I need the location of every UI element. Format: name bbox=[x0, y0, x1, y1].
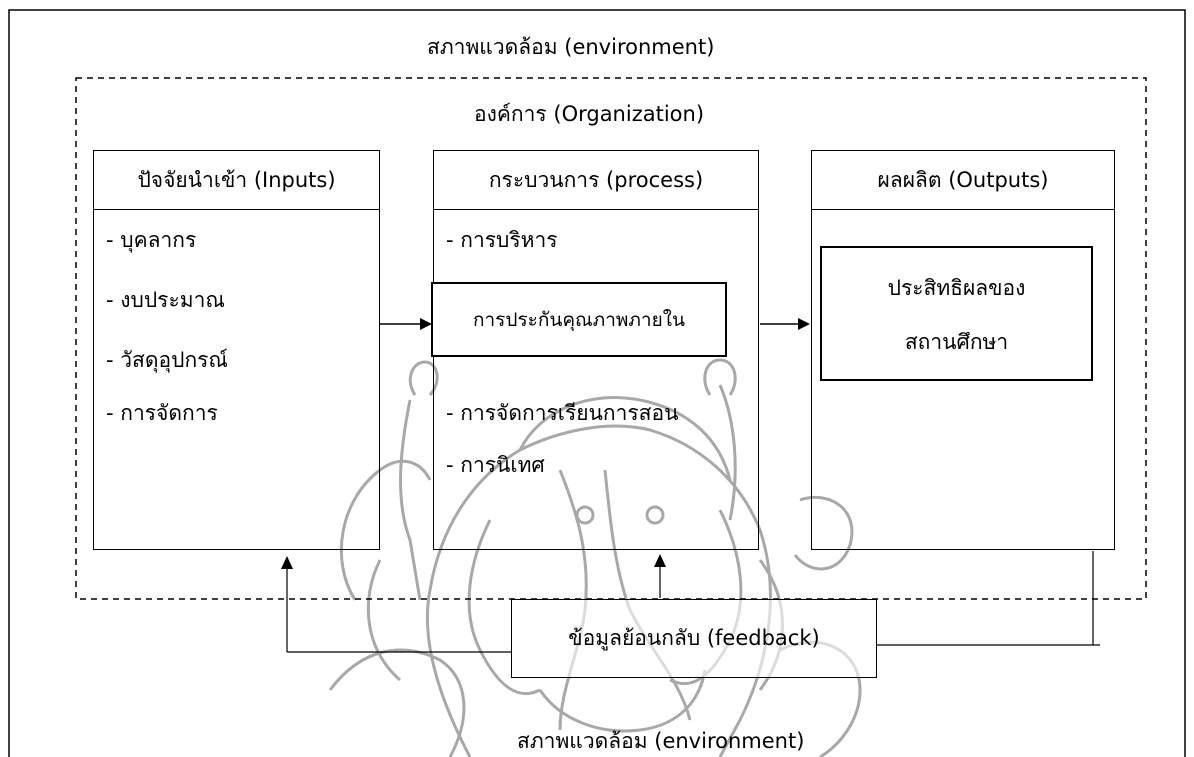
outputs-box: ผลผลิต (Outputs) bbox=[811, 150, 1115, 550]
outputs-header: ผลผลิต (Outputs) bbox=[812, 151, 1114, 210]
inputs-header: ปัจจัยนำเข้า (Inputs) bbox=[94, 151, 379, 210]
inputs-box: ปัจจัยนำเข้า (Inputs) - บุคลากร - งบประม… bbox=[93, 150, 380, 550]
inputs-item: - วัสดุอุปกรณ์ bbox=[106, 348, 228, 372]
effectiveness-line-1: ประสิทธิผลของ bbox=[887, 276, 1026, 300]
inputs-item: - งบประมาณ bbox=[106, 288, 225, 312]
effectiveness-line-2: สถานศึกษา bbox=[904, 330, 1009, 354]
feedback-box: ข้อมูลย้อนกลับ (feedback) bbox=[511, 599, 877, 678]
environment-label-bottom: สภาพแวดล้อม (environment) bbox=[517, 729, 805, 753]
process-box: กระบวนการ (process) - การบริหาร - การจัด… bbox=[433, 150, 759, 550]
process-item: - การนิเทศ bbox=[446, 453, 545, 477]
inputs-item: - การจัดการ bbox=[106, 401, 218, 425]
process-item: - การจัดการเรียนการสอน bbox=[446, 401, 679, 425]
inputs-item: - บุคลากร bbox=[106, 228, 197, 252]
process-item: - การบริหาร bbox=[446, 228, 558, 252]
effectiveness-box: ประสิทธิผลของ สถานศึกษา bbox=[820, 246, 1093, 381]
process-header: กระบวนการ (process) bbox=[434, 151, 758, 210]
internal-quality-assurance-box: การประกันคุณภาพภายใน bbox=[431, 282, 727, 357]
environment-label-top: สภาพแวดล้อม (environment) bbox=[427, 35, 715, 59]
organization-label: องค์การ (Organization) bbox=[474, 102, 705, 126]
